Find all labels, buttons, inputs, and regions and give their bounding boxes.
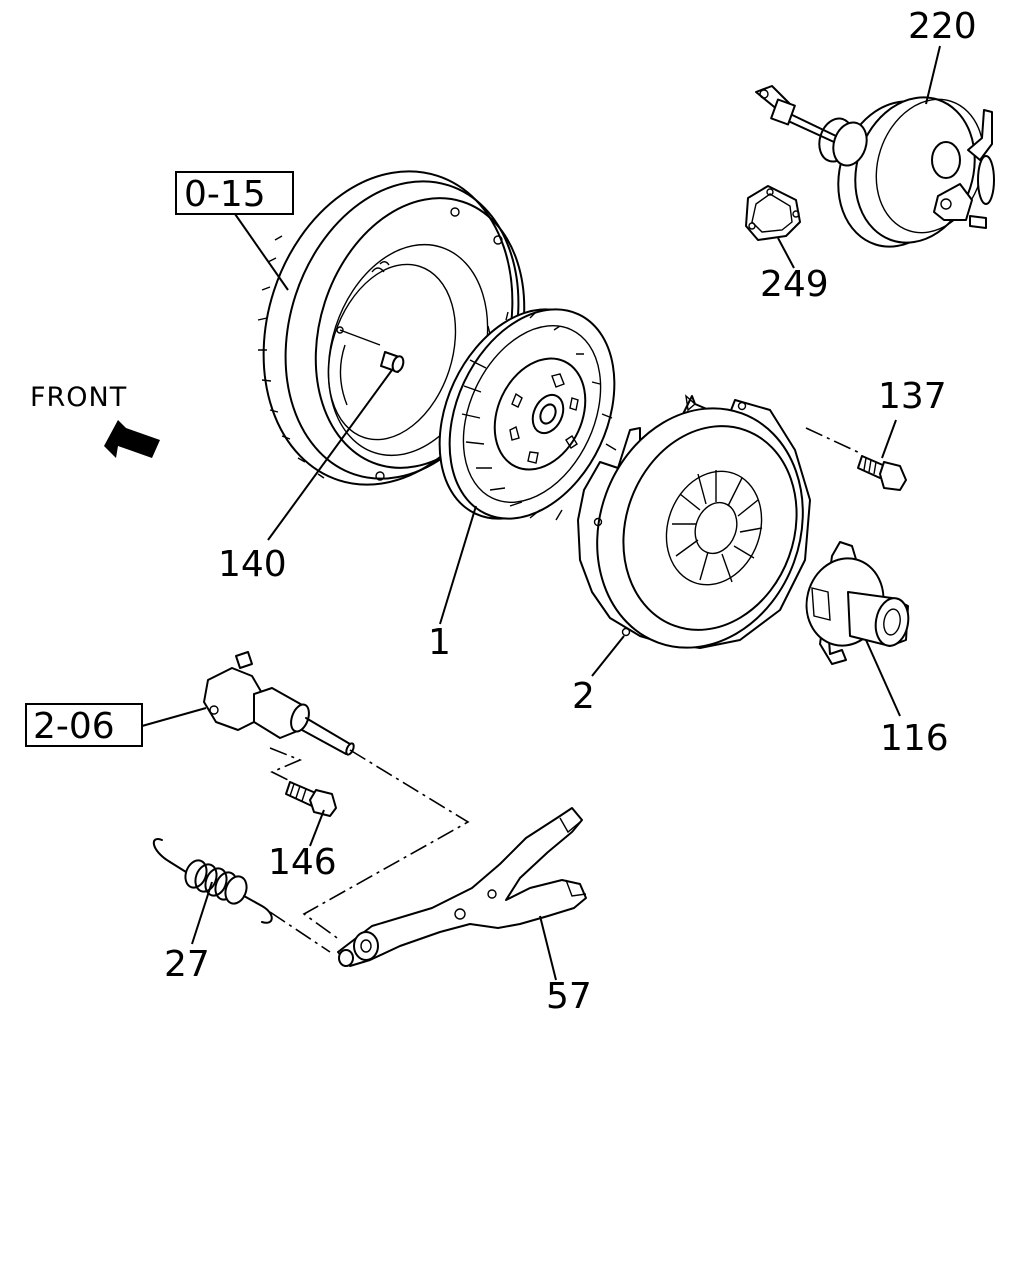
callout-57: 57 [546, 976, 592, 1017]
gasket-icon [745, 185, 801, 241]
callout-1: 1 [428, 622, 451, 663]
reference-box-2-06[interactable]: 2-06 [25, 703, 143, 747]
reference-box-label: 0-15 [184, 174, 266, 215]
pilot-bearing-icon [380, 351, 405, 373]
callout-140: 140 [218, 544, 287, 585]
callout-249: 249 [760, 264, 829, 305]
reference-box-label: 2-06 [33, 706, 115, 747]
callout-116: 116 [880, 718, 949, 759]
return-spring-icon [152, 838, 273, 924]
brake-booster-icon [755, 85, 995, 248]
front-label: FRONT [30, 382, 127, 413]
callout-27: 27 [164, 944, 210, 985]
slave-cylinder-icon [203, 651, 355, 756]
callout-2: 2 [572, 676, 595, 717]
pressure-plate-icon [577, 394, 811, 649]
callout-137: 137 [878, 376, 947, 417]
arrow-front-icon [104, 420, 160, 458]
callout-leaders [191, 45, 941, 981]
callout-146: 146 [268, 842, 337, 883]
assembly-lines [269, 427, 863, 953]
callout-220: 220 [908, 6, 977, 47]
clutch-disc-icon [438, 308, 617, 521]
bolt-icon [285, 781, 337, 817]
release-fork-icon [337, 807, 587, 967]
release-bearing-icon [805, 541, 910, 665]
bolt-icon [857, 455, 907, 491]
reference-box-0-15[interactable]: 0-15 [175, 171, 294, 215]
